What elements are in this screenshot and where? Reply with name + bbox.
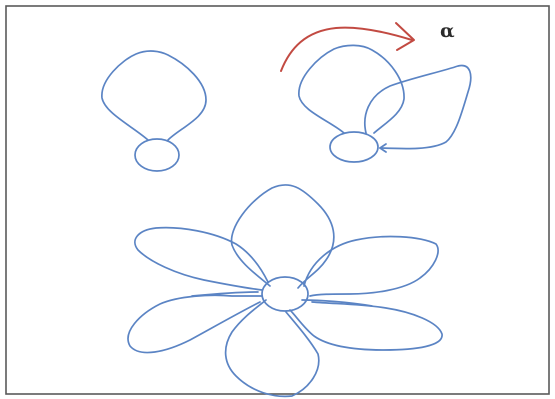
single-petal-outline — [102, 51, 206, 140]
rotated-petal-center — [330, 132, 378, 162]
rotated-petal-outline — [365, 66, 471, 149]
flower-petal-lower-left — [128, 295, 262, 352]
single-petal-center — [135, 139, 179, 171]
frame-border — [6, 6, 549, 394]
six-petal-flower — [128, 185, 442, 397]
flower-petal-upper-right — [304, 237, 438, 296]
flower-petal-lower-right — [290, 302, 442, 350]
rotation-arrow — [281, 23, 414, 71]
single-petal-figure — [102, 51, 206, 171]
rotation-arrow-curve — [281, 28, 412, 71]
flower-center — [262, 277, 308, 311]
flower-petal-upper-left — [135, 228, 268, 290]
flower-petal-top — [232, 185, 334, 288]
flower-petal-bottom — [226, 300, 319, 396]
alpha-label: α — [440, 22, 455, 41]
original-petal-outline — [299, 45, 404, 133]
rotated-petal-figure — [299, 45, 471, 162]
